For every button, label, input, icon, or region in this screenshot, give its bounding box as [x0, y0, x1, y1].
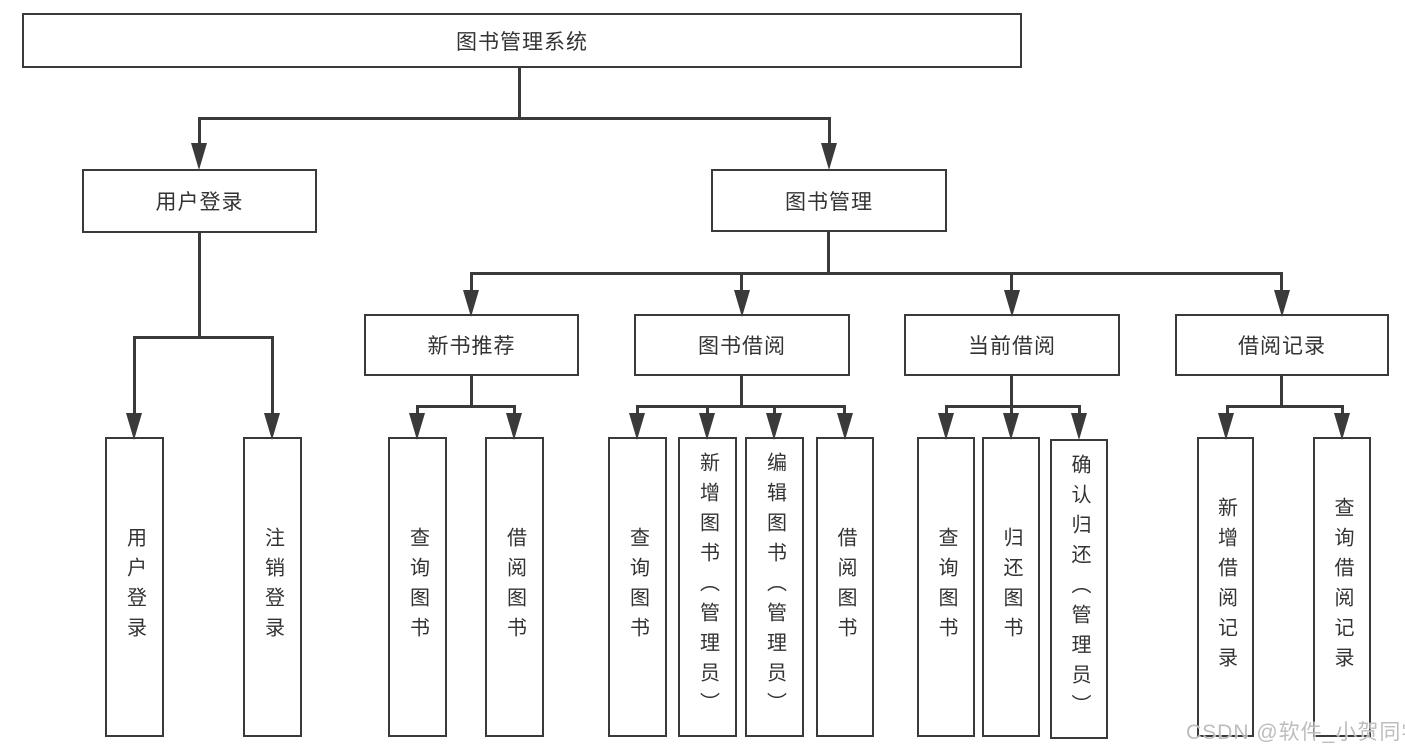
- arrow-down-icon: [1274, 290, 1290, 317]
- connector-drop-section: [1010, 272, 1013, 292]
- connector-user-login-stem: [198, 233, 201, 339]
- arrow-down-icon: [1004, 290, 1020, 317]
- connector-drop-section: [470, 272, 473, 292]
- arrow-down-icon: [629, 413, 645, 440]
- connector-section-hline: [636, 405, 846, 408]
- connector-drop-leaf: [773, 405, 776, 417]
- connector-root-stem: [518, 66, 521, 119]
- leaf-query-books-1: 查询图书: [388, 437, 447, 737]
- leaf-add-book-admin: 新增图书（管理员）: [678, 437, 737, 737]
- connector-drop-leaf: [706, 405, 709, 417]
- arrow-down-icon: [1218, 413, 1234, 440]
- leaf-borrow-books-2: 借阅图书: [816, 437, 874, 737]
- connector-drop-leaf: [1078, 405, 1081, 417]
- connector-book-mgmt-hline: [470, 272, 1283, 275]
- connector-section-stem: [470, 376, 473, 408]
- arrow-down-icon: [837, 413, 853, 440]
- connector-drop-leaf: [1226, 405, 1229, 417]
- connector-drop-leaf: [133, 336, 136, 414]
- arrow-down-icon: [463, 290, 479, 317]
- arrow-down-icon: [264, 413, 280, 440]
- connector-drop-leaf: [1341, 405, 1344, 417]
- leaf-add-borrow-record: 新增借阅记录: [1197, 437, 1254, 737]
- arrow-down-icon: [409, 413, 425, 440]
- connector-section-stem: [1280, 376, 1283, 408]
- leaf-query-borrow-record: 查询借阅记录: [1313, 437, 1371, 737]
- connector-drop-user-login: [198, 117, 201, 145]
- leaf-borrow-books-1: 借阅图书: [485, 437, 544, 737]
- node-user-login: 用户登录: [82, 169, 317, 233]
- arrow-down-icon: [506, 413, 522, 440]
- node-current-borrow: 当前借阅: [904, 314, 1120, 376]
- connector-section-hline: [945, 405, 1081, 408]
- arrow-down-icon: [734, 290, 750, 317]
- arrow-down-icon: [699, 413, 715, 440]
- connector-section-hline: [416, 405, 516, 408]
- connector-book-mgmt-stem: [827, 232, 830, 275]
- connector-drop-leaf: [271, 336, 274, 414]
- leaf-edit-book-admin: 编辑图书（管理员）: [745, 437, 804, 737]
- arrow-down-icon: [1003, 413, 1019, 440]
- connector-section-stem: [1010, 376, 1013, 408]
- arrow-down-icon: [821, 143, 837, 170]
- connector-drop-leaf: [843, 405, 846, 417]
- watermark: CSDN @软件_小贺同学: [1186, 721, 1405, 744]
- arrow-down-icon: [938, 413, 954, 440]
- node-new-book-rec: 新书推荐: [364, 314, 579, 376]
- leaf-return-books: 归还图书: [982, 437, 1040, 737]
- leaf-user-login: 用户登录: [105, 437, 164, 737]
- connector-drop-leaf: [636, 405, 639, 417]
- leaf-logout: 注销登录: [243, 437, 302, 737]
- arrow-down-icon: [766, 413, 782, 440]
- arrow-down-icon: [1071, 413, 1087, 440]
- connector-root-hline: [198, 117, 831, 120]
- node-book-borrow: 图书借阅: [634, 314, 850, 376]
- connector-drop-book-mgmt: [828, 117, 831, 145]
- arrow-down-icon: [191, 143, 207, 170]
- connector-section-hline: [1226, 405, 1344, 408]
- leaf-confirm-return-admin: 确认归还（管理员）: [1050, 439, 1108, 739]
- connector-user-login-hline: [133, 336, 274, 339]
- node-root: 图书管理系统: [22, 13, 1022, 68]
- connector-section-stem: [740, 376, 743, 408]
- node-book-mgmt: 图书管理: [711, 169, 947, 232]
- connector-drop-section: [1280, 272, 1283, 292]
- leaf-query-books-2: 查询图书: [608, 437, 667, 737]
- connector-drop-leaf: [416, 405, 419, 417]
- connector-drop-leaf: [945, 405, 948, 417]
- connector-drop-section: [740, 272, 743, 292]
- connector-drop-leaf: [513, 405, 516, 417]
- node-borrow-records: 借阅记录: [1175, 314, 1389, 376]
- arrow-down-icon: [1334, 413, 1350, 440]
- leaf-query-books-3: 查询图书: [917, 437, 975, 737]
- connector-drop-leaf: [1010, 405, 1013, 417]
- arrow-down-icon: [126, 413, 142, 440]
